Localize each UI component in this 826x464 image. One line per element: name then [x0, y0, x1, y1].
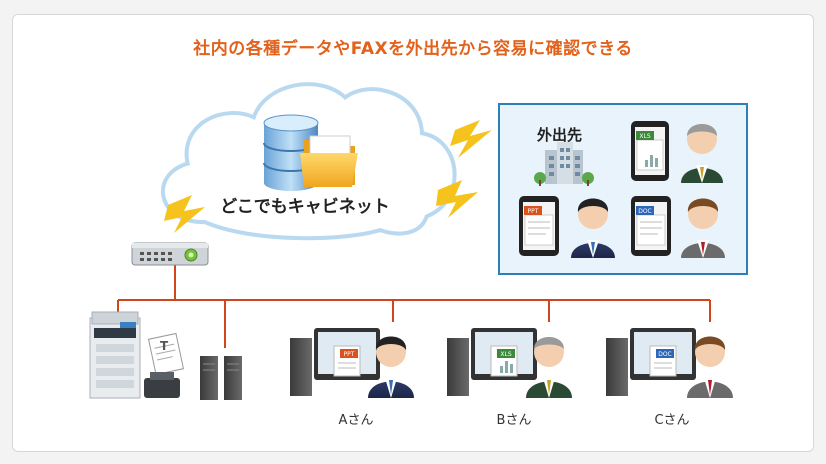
office-building-icon	[534, 142, 594, 186]
user-workstation-a: PPT Aさん	[290, 328, 414, 428]
user-label: Cさん	[654, 413, 689, 428]
cloud-label: どこでもキャビネット	[220, 197, 390, 217]
server-icon	[200, 356, 242, 400]
file-badge-label: DOC	[658, 351, 672, 358]
file-badge-label: XLS	[500, 351, 511, 358]
printer-icon	[89, 311, 141, 399]
person-avatar	[571, 198, 615, 258]
router-icon	[131, 242, 209, 266]
svg-text:T: T	[160, 339, 169, 353]
fax-icon: T	[144, 332, 185, 398]
tablet-icon: DOC	[631, 196, 671, 256]
tablet-icon: PPT	[519, 196, 559, 256]
folder-icon	[300, 135, 358, 187]
person-avatar	[681, 198, 725, 258]
lightning-icon	[436, 180, 478, 218]
lightning-icon	[450, 120, 492, 158]
user-label: Aさん	[339, 413, 374, 428]
user-label: Bさん	[497, 413, 532, 428]
lightning-icon	[164, 195, 205, 233]
file-badge-label: DOC	[638, 208, 652, 215]
person-avatar	[681, 124, 723, 183]
remote-label: 外出先	[536, 126, 582, 144]
tablet-icon: XLS	[631, 121, 669, 181]
network-lines	[117, 265, 711, 348]
user-workstation-b: XLS Bさん	[447, 328, 572, 428]
file-badge-label: PPT	[344, 351, 355, 358]
file-badge-label: XLS	[639, 133, 650, 140]
user-workstation-c: DOC Cさん	[606, 328, 733, 428]
file-badge-label: PPT	[528, 208, 539, 215]
diagram-title: 社内の各種データやFAXを外出先から容易に確認できる	[193, 39, 633, 59]
